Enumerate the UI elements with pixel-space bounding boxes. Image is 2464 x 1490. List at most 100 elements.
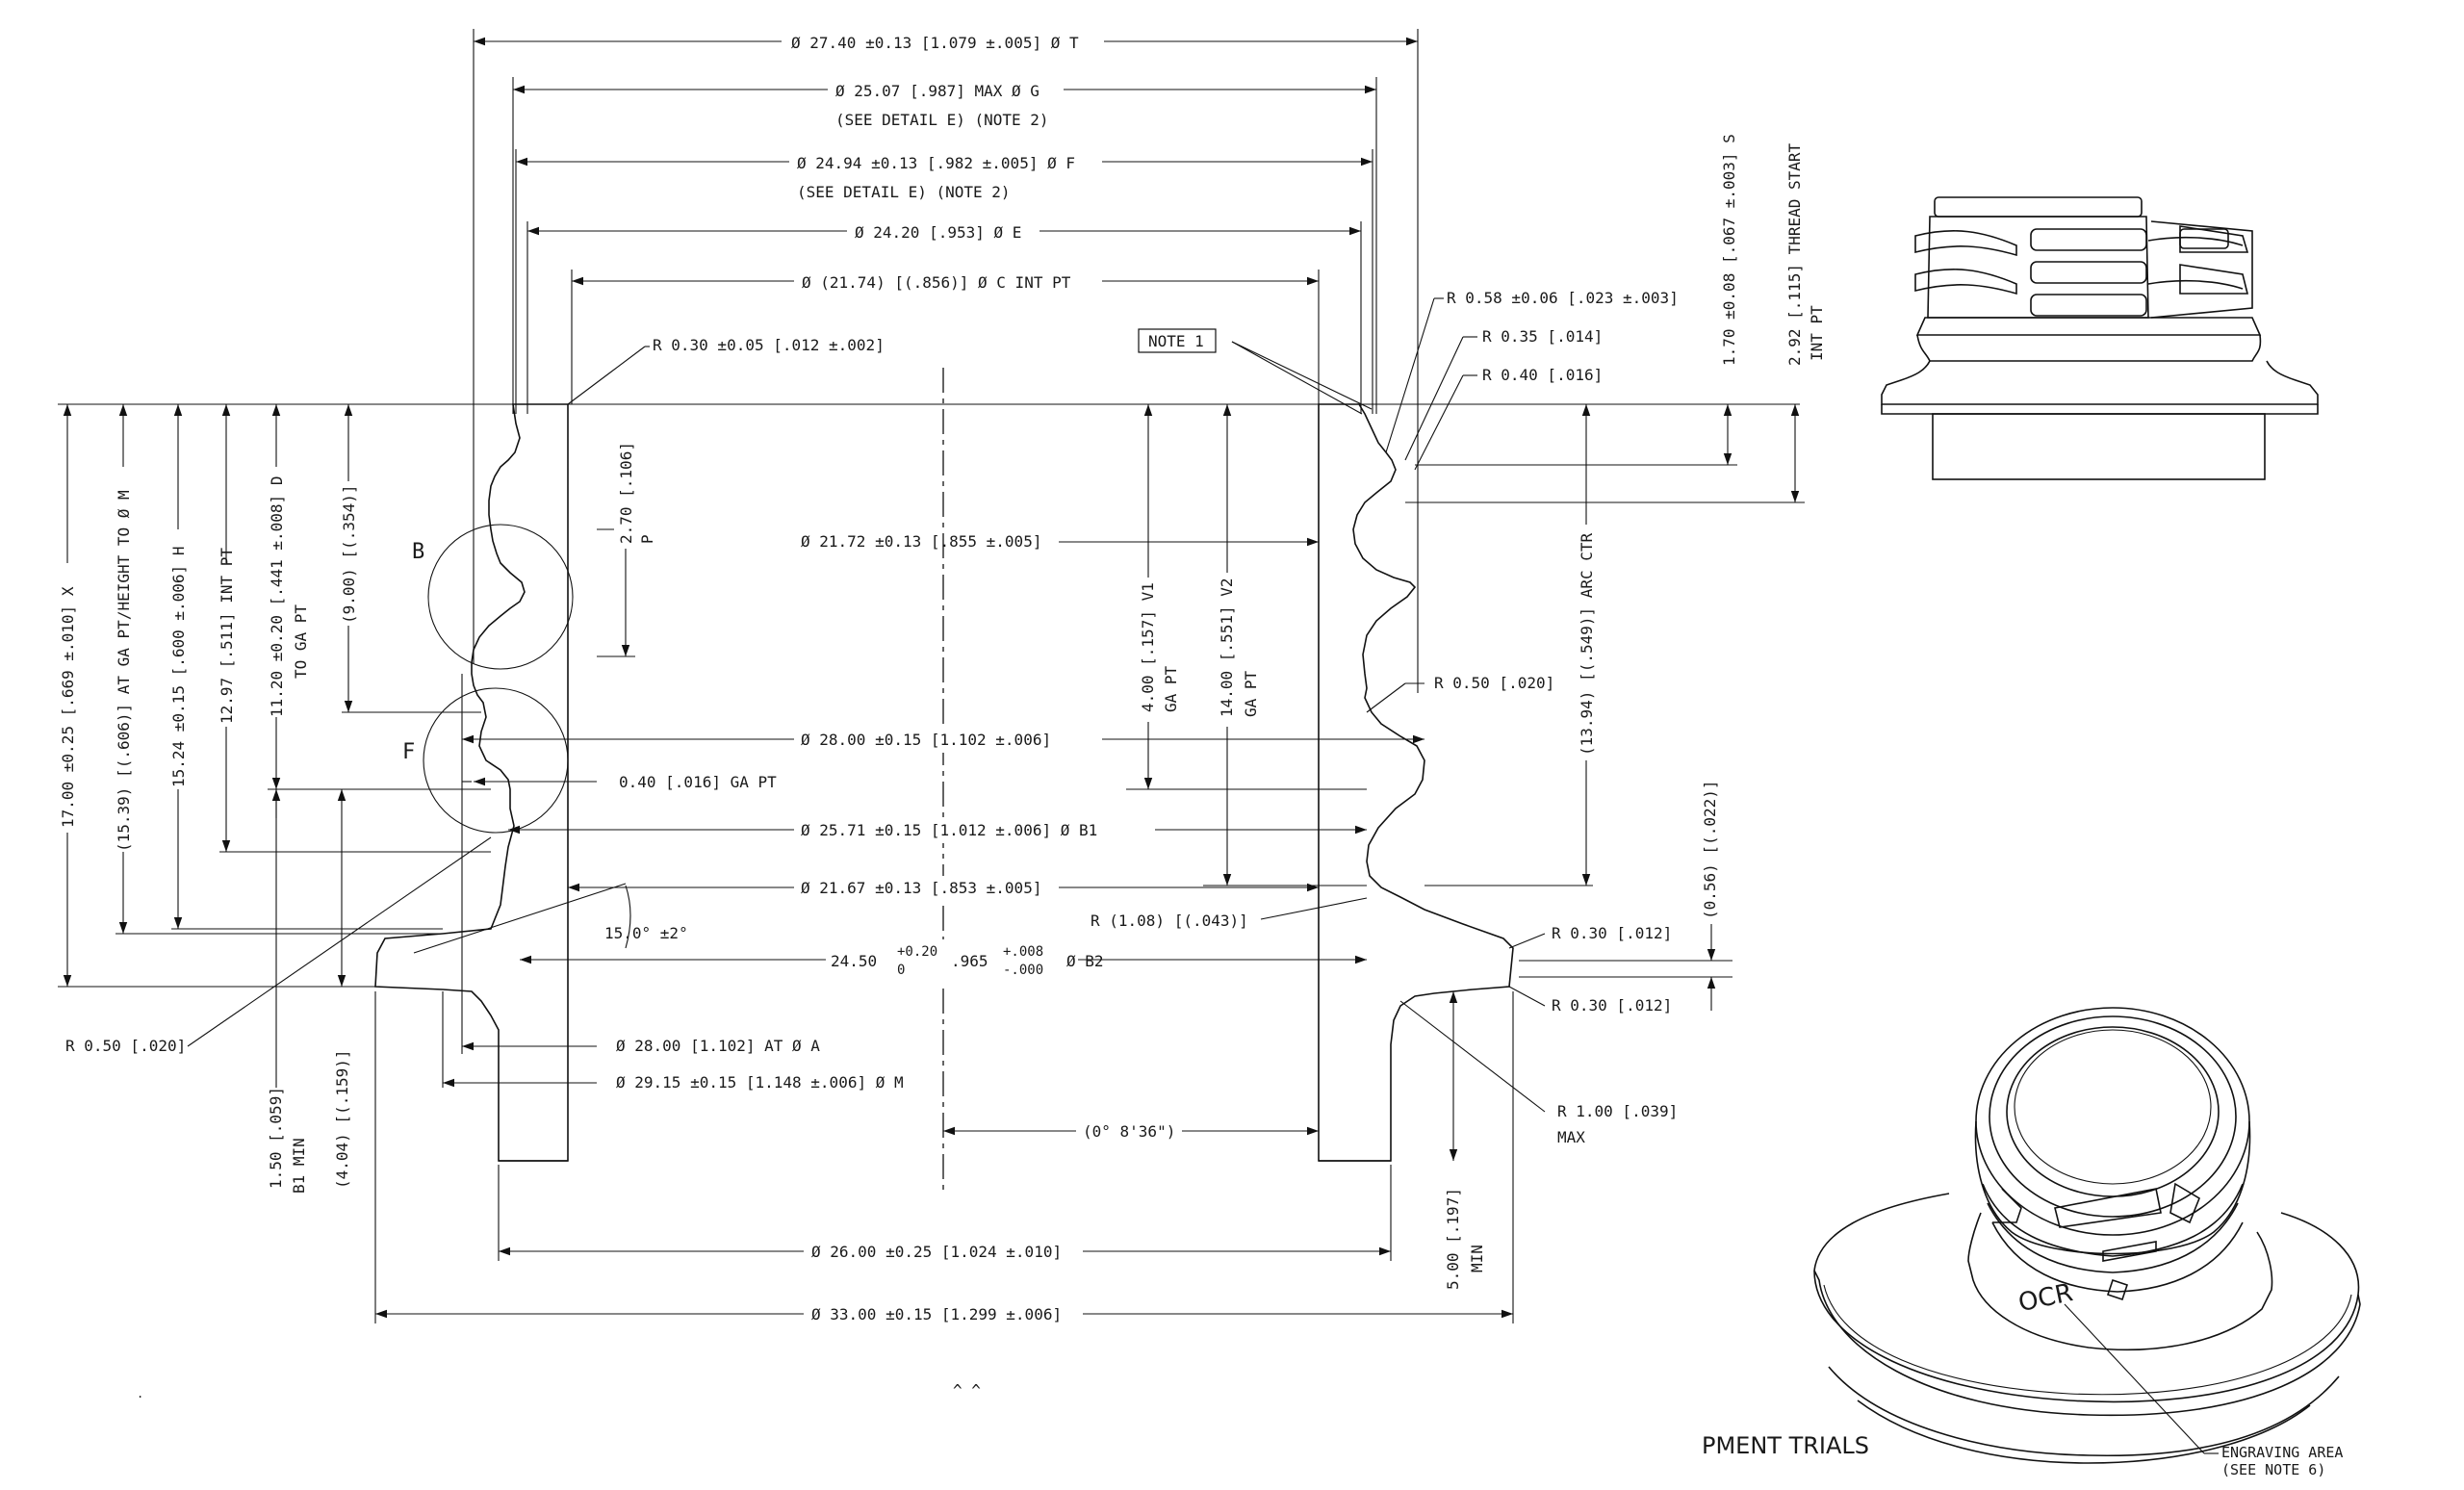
isometric-view: OCR ENGRAVING AREA (SEE NOTE 6) PMENT TR…: [1702, 1007, 2361, 1478]
dim-v1-sub: GA PT: [1162, 665, 1180, 712]
dim-taper-label: (0° 8'36"): [1083, 1122, 1175, 1141]
engraving-label: ENGRAVING AREA: [2221, 1444, 2343, 1461]
dim-33: Ø 33.00 ±0.15 [1.299 ±.006]: [804, 1301, 1083, 1326]
dim-arc-ctr: (13.94) [(.549)] ARC CTR: [1575, 525, 1598, 760]
dim-26: Ø 26.00 ±0.25 [1.024 ±.010]: [804, 1239, 1083, 1264]
left-wall-section: [374, 403, 569, 1162]
cross-section: [374, 368, 1514, 1192]
dim-r035: R 0.35 [.014]: [1482, 327, 1603, 346]
dim-2172-label: Ø 21.72 ±0.13 [.855 ±.005]: [801, 532, 1041, 551]
dim-int-pt: 12.97 [.511] INT PT: [215, 548, 238, 727]
dim-r058: R 0.58 ±0.06 [.023 ±.003]: [1447, 289, 1679, 307]
dim-thread-int: INT PT: [1808, 305, 1826, 361]
dim-b1-min-label: 1.50 [.059]: [267, 1087, 285, 1189]
dim-int-pt-label: 12.97 [.511] INT PT: [218, 548, 236, 724]
dim-r030: R 0.30 ±0.05 [.012 ±.002]: [653, 336, 885, 354]
dim-ga040: 0.40 [.016] GA PT: [619, 773, 777, 791]
dim-p354: (9.00) [(.354)]: [337, 481, 360, 626]
dim-r050-left: R 0.50 [.020]: [65, 1037, 186, 1055]
dim-d-sub: TO GA PT: [292, 604, 310, 679]
dim-thread-start: 2.92 [.115] THREAD START: [1785, 142, 1804, 366]
dim-b2-in-tol-top: +.008: [1003, 944, 1043, 960]
note1-box: [1138, 328, 1217, 353]
dim-p159-label: (4.04) [(.159)]: [333, 1050, 351, 1190]
engraving-text: OCR: [2016, 1278, 2076, 1318]
dim-m-height: (15.39) [(.606)] AT GA PT/HEIGHT TO Ø M: [112, 467, 135, 852]
dim-s: 1.70 ±0.08 [.067 ±.003] S: [1720, 134, 1738, 366]
dim-t-label: Ø 27.40 ±0.13 [1.079 ±.005] Ø T: [791, 34, 1079, 52]
dim-a: Ø 28.00 [1.102] AT Ø A: [616, 1037, 820, 1055]
dim-angle: 15.0° ±2°: [604, 924, 688, 942]
dim-f: Ø 24.94 ±0.13 [.982 ±.005] Ø F (SEE DETA…: [789, 149, 1102, 201]
dim-min5: 5.00 [.197] MIN: [1441, 1188, 1491, 1295]
dim-r050-right: R 0.50 [.020]: [1434, 674, 1554, 692]
note1-label: NOTE 1: [1148, 332, 1204, 350]
caret-marks: ^ ^: [953, 1381, 981, 1400]
dim-b2-name: Ø B2: [1066, 952, 1104, 970]
detail-b-label: B: [412, 540, 424, 564]
side-view: [1881, 196, 2319, 480]
dim-v2-sub: GA PT: [1242, 670, 1260, 717]
dim-e: Ø 24.20 [.953] Ø E: [847, 218, 1040, 244]
dim-26-label: Ø 26.00 ±0.25 [1.024 ±.010]: [811, 1243, 1062, 1261]
dim-f-label: Ø 24.94 ±0.13 [.982 ±.005] Ø F: [797, 154, 1075, 172]
dim-t: Ø 27.40 ±0.13 [1.079 ±.005] Ø T: [782, 29, 1104, 54]
dim-g-note: (SEE DETAIL E) (NOTE 2): [835, 111, 1049, 129]
dim-arc-ctr-label: (13.94) [(.549)] ARC CTR: [1578, 532, 1596, 756]
dim-r040: R 0.40 [.016]: [1482, 366, 1603, 384]
dim-2800: Ø 28.00 ±0.15 [1.102 ±.006]: [794, 728, 1102, 753]
dim-r100-sub: MAX: [1557, 1128, 1585, 1146]
dimension-texts: Ø 27.40 ±0.13 [1.079 ±.005] Ø T Ø 25.07 …: [56, 29, 1826, 1400]
dim-c: Ø (21.74) [(.856)] Ø C INT PT: [794, 269, 1102, 294]
dim-p-label: 2.70 [.106]: [617, 442, 635, 544]
dim-d-label: 11.20 ±0.20 [.441 ±.008] D: [268, 476, 286, 717]
dim-v1: 4.00 [.157] V1 GA PT: [1136, 578, 1182, 722]
dim-2167: Ø 21.67 ±0.13 [.853 ±.005]: [794, 876, 1059, 901]
dim-g-label: Ø 25.07 [.987] MAX Ø G: [835, 82, 1040, 100]
dim-e-label: Ø 24.20 [.953] Ø E: [855, 223, 1021, 242]
detail-f-label: F: [402, 740, 415, 764]
trials-label: PMENT TRIALS: [1702, 1432, 1869, 1459]
dim-b2-label: 24.50: [831, 952, 877, 970]
dim-x: 17.00 ±0.25 [.669 ±.010] X: [56, 563, 79, 833]
dim-r100: R 1.00 [.039]: [1557, 1102, 1678, 1120]
dim-b1-min: 1.50 [.059] B1 MIN: [264, 1087, 314, 1194]
dim-r030b: R 0.30 [.012]: [1552, 996, 1672, 1015]
dim-p159: (4.04) [(.159)]: [330, 1050, 353, 1194]
dim-b1-label: Ø 25.71 ±0.15 [1.012 ±.006] Ø B1: [801, 821, 1097, 839]
dim-d: 11.20 ±0.20 [.441 ±.008] D TO GA PT: [265, 467, 313, 717]
dim-b2-tol-bottom: 0: [897, 963, 905, 978]
dim-v2-label: 14.00 [.551] V2: [1218, 578, 1236, 718]
dim-2800-label: Ø 28.00 ±0.15 [1.102 ±.006]: [801, 731, 1051, 749]
dim-p354-label: (9.00) [(.354)]: [340, 485, 358, 625]
dim-x-label: 17.00 ±0.25 [.669 ±.010] X: [59, 586, 77, 828]
dim-2172: Ø 21.72 ±0.13 [.855 ±.005]: [801, 532, 1041, 551]
dim-f-note: (SEE DETAIL E) (NOTE 2): [797, 183, 1011, 201]
dim-b1-min-sub: B1 MIN: [290, 1138, 308, 1194]
dim-g: Ø 25.07 [.987] MAX Ø G (SEE DETAIL E) (N…: [828, 77, 1064, 129]
dim-m-height-label: (15.39) [(.606)] AT GA PT/HEIGHT TO Ø M: [115, 490, 133, 852]
dim-m: Ø 29.15 ±0.15 [1.148 ±.006] Ø M: [616, 1073, 904, 1092]
dim-p: 2.70 [.106] P: [614, 442, 657, 549]
stray-mark: .: [137, 1387, 143, 1400]
dim-r108: R (1.08) [(.043)]: [1091, 912, 1248, 930]
dim-33-label: Ø 33.00 ±0.15 [1.299 ±.006]: [811, 1305, 1062, 1323]
dim-b2: 24.50 +0.20 0 .965 +.008 -.000 Ø B2: [826, 939, 1104, 983]
engraving-note: (SEE NOTE 6): [2221, 1461, 2325, 1478]
dim-r030a: R 0.30 [.012]: [1552, 924, 1672, 942]
dim-b2-in-tol-bottom: -.000: [1003, 963, 1043, 978]
dim-min5-sub: MIN: [1468, 1245, 1486, 1272]
dim-h: 15.24 ±0.15 [.600 ±.006] H: [167, 529, 190, 789]
dim-h-label: 15.24 ±0.15 [.600 ±.006] H: [169, 547, 188, 787]
dim-taper: (0° 8'36"): [1076, 1118, 1182, 1143]
dim-b2-tol-top: +0.20: [897, 944, 937, 960]
dim-v2: 14.00 [.551] V2 GA PT: [1215, 573, 1261, 727]
dim-2167-label: Ø 21.67 ±0.13 [.853 ±.005]: [801, 879, 1041, 897]
dim-056: (0.56) [(.022)]: [1701, 781, 1719, 920]
dim-c-label: Ø (21.74) [(.856)] Ø C INT PT: [802, 273, 1071, 292]
dim-min5-label: 5.00 [.197]: [1444, 1188, 1462, 1290]
right-wall-section: [1318, 403, 1514, 1162]
dim-b2-in: .965: [951, 952, 988, 970]
dim-v1-label: 4.00 [.157] V1: [1139, 582, 1157, 712]
